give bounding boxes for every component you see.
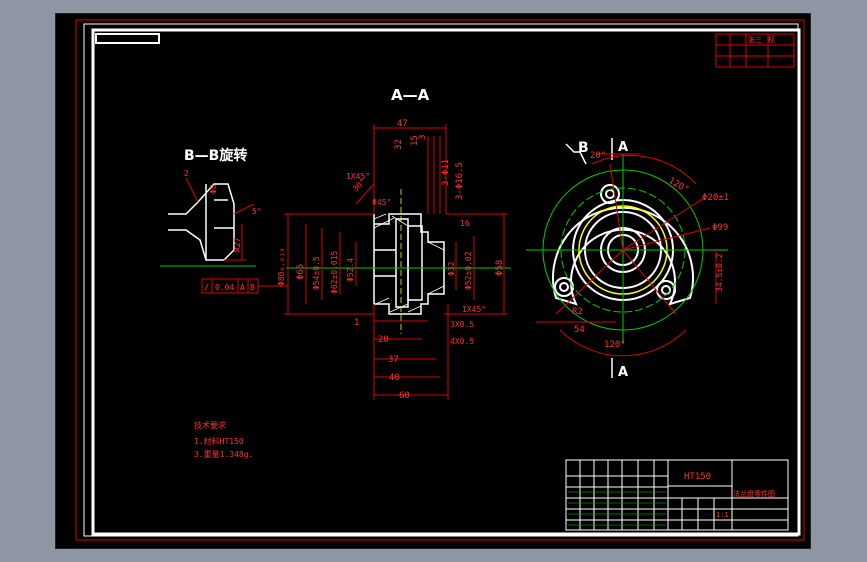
dim-3-phi11: 3-Φ11 [441, 159, 451, 186]
title-block-material: HT150 [684, 472, 711, 482]
dim-15: 15 [410, 135, 420, 146]
section-aa-outline [373, 213, 445, 315]
dim-1: 1 [354, 318, 359, 328]
view-label-a-top: A [618, 140, 628, 155]
section-aa-dim-lines [284, 124, 508, 400]
cad-viewport[interactable]: 张三 标 A—A [55, 13, 811, 549]
corner-table-cell2: 标 [768, 35, 775, 44]
dim-chamfer-1x45-bottom: 1X45° [462, 305, 486, 314]
dim-16: 16 [460, 219, 470, 228]
dim-20: 20 [378, 335, 389, 345]
section-bb-outline [168, 183, 235, 261]
corner-table-cell1: 张三 [748, 35, 762, 44]
bb-dim-angle-5: 5° [252, 207, 262, 216]
dim-phi20: Φ20±1 [702, 193, 729, 203]
dim-3x0-5: 3X0.5 [450, 320, 474, 329]
title-block-grid [565, 459, 789, 531]
drawing-canvas: 张三 标 A—A [75, 19, 805, 541]
dim-3-phi16-5: 3-Φ16.5 [455, 162, 465, 200]
dim-40: 40 [389, 373, 400, 383]
dim-60: 60 [399, 391, 410, 401]
dim-4x0-5: 4X0.5 [450, 337, 474, 346]
sheet-border [91, 28, 801, 536]
dim-47: 47 [397, 119, 408, 129]
right-view-dim-lines [536, 153, 717, 357]
dim-3: 3 [418, 135, 428, 140]
dim-phi58: Φ58 [495, 260, 505, 276]
notes-line-1: 1.材料HT150 [194, 436, 244, 446]
section-bb-title: B—B旋转 [184, 147, 247, 164]
dim-phi52-4: Φ52.4 [346, 258, 355, 282]
dim-phi80: Φ80₀.₀₁₉ [277, 247, 286, 286]
drawing-frame-outer [75, 19, 805, 541]
dim-angle-120-bottom: 120° [604, 340, 626, 350]
dim-phi62: Φ62±0.015 [330, 250, 339, 294]
dim-54: 54 [574, 325, 585, 335]
title-block-green-fill [568, 491, 666, 526]
dim-r2: R2 [572, 307, 583, 317]
corner-table [715, 33, 795, 68]
section-bb-dim-lines [185, 177, 255, 261]
bb-dim-2: 2 [184, 169, 189, 178]
view-label-b: B [578, 140, 589, 156]
drawing-frame-inner [83, 23, 799, 537]
tolerance-frame [201, 278, 288, 294]
section-aa-title: A—A [391, 86, 430, 104]
dim-angle-20: 20° [590, 151, 606, 161]
notes-heading: 技术要求 [194, 420, 226, 430]
view-label-a-bottom: A [618, 365, 628, 380]
notes-line-2: 3.重量1.348g. [194, 449, 253, 459]
tolerance-datum-b: B [250, 283, 255, 292]
bb-dim-phi8: Φ8 [209, 184, 218, 194]
section-aa-hatch [373, 213, 445, 313]
dim-phi65: Φ65 [296, 264, 306, 280]
dim-chamfer-1x45-top: 1X45° [346, 172, 370, 181]
section-arrow-b [565, 143, 587, 165]
title-block-scale: 1:1 [716, 511, 729, 519]
tolerance-value: 0.04 [215, 283, 234, 292]
dim-phi52-02: Φ52±0.02 [464, 251, 473, 290]
dim-phi54: Φ54±0.5 [312, 256, 321, 290]
dim-34-5: 34.5±0.2 [715, 253, 724, 292]
dim-chamfer-phi45: Φ45° [372, 198, 391, 207]
dim-37: 37 [388, 355, 399, 365]
title-block-part-name: 法兰盘零件图 [733, 489, 775, 498]
dim-phi32: Φ32 [447, 261, 456, 276]
dim-phi99: Φ99 [712, 223, 728, 233]
tolerance-symbol: / [204, 283, 209, 293]
bb-dim-r27: R27 [233, 237, 242, 252]
tolerance-datum-a: A [240, 283, 245, 292]
dim-32: 32 [394, 139, 404, 150]
top-left-tab [95, 33, 160, 44]
